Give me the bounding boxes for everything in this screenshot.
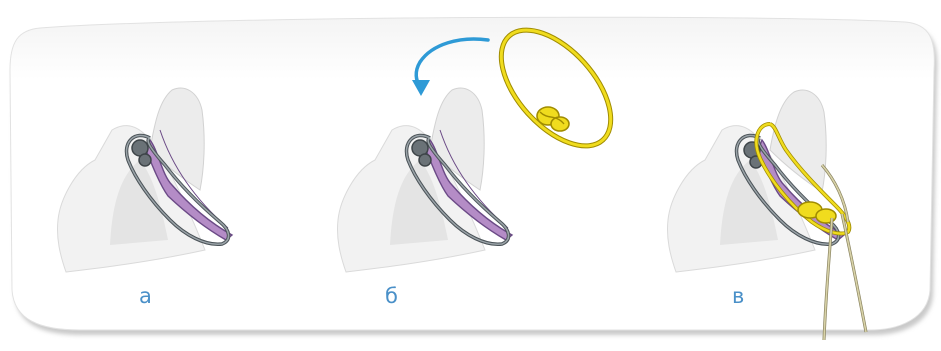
step-label-v: в	[732, 286, 744, 307]
step-label-a: а	[139, 286, 152, 307]
step-label-b: б	[385, 286, 398, 307]
